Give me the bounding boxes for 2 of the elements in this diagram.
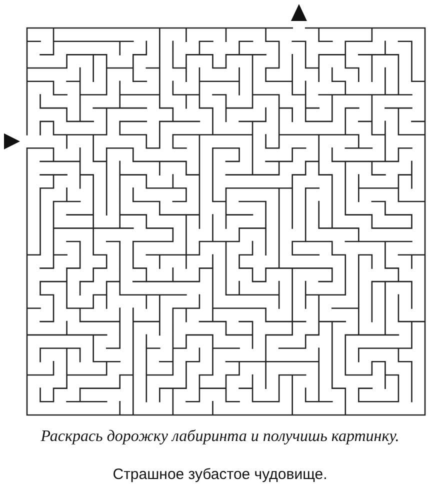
instruction-text: Раскрась дорожку лабиринта и получишь картинку.: [40, 428, 400, 446]
answer-text: Страшное зубастое чудовище.: [112, 466, 328, 483]
